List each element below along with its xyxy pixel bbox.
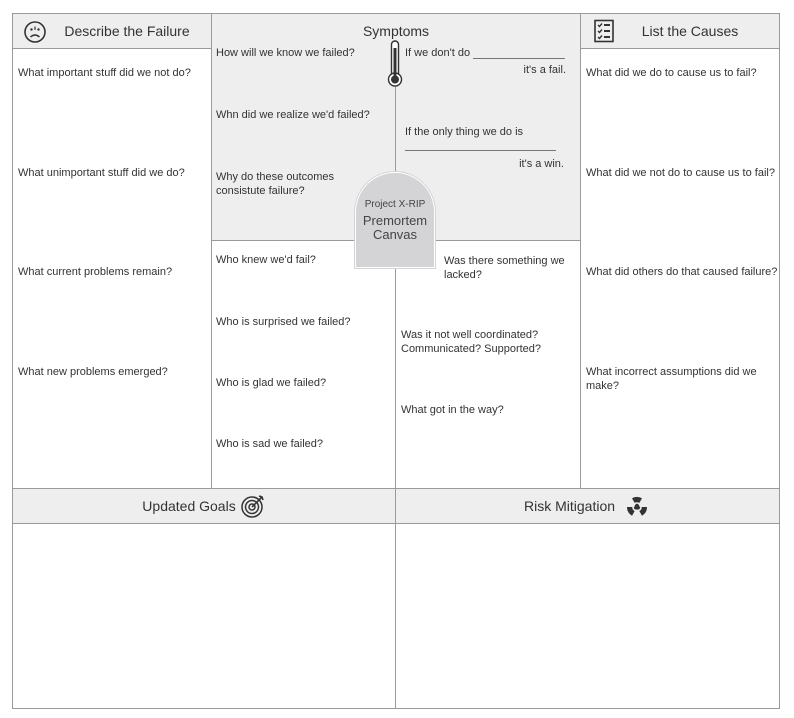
radiation-icon [623,493,651,519]
fail-blank-line[interactable] [473,58,565,59]
describe-failure-title: Describe the Failure [64,23,190,39]
describe-failure-panel [12,13,212,489]
describe-failure-header: Describe the Failure [12,13,212,49]
sad-face-icon [23,20,47,44]
fail-line-1: If we don't do [405,47,471,59]
fail-line-2: it's a fail. [523,64,566,76]
describe-question-3: What current problems remain? [18,266,173,278]
thermometer-icon [386,40,404,88]
people-question-1: Who knew we'd fail? [216,254,316,266]
support-question-1: Was there something we lacked? [444,255,565,281]
support-question-3: What got in the way? [401,404,504,416]
support-question-2: Was it not well coordinated? Communicate… [401,329,542,355]
symptoms-header: Symptoms [211,13,581,49]
tombstone-title-1: Premortem [362,213,428,228]
tombstone-title-2: Canvas [372,227,418,242]
people-question-3: Who is glad we failed? [216,377,327,389]
list-causes-header: List the Causes [580,13,780,49]
risk-mitigation-title: Risk Mitigation [523,498,616,514]
describe-question-4: What new problems emerged? [18,366,168,378]
tombstone-project: Project X-RIP [364,199,426,210]
symptoms-vertical-divider [395,86,396,489]
causes-question-2: What did we not do to cause us to fail? [586,167,775,179]
causes-question-1: What did we do to cause us to fail? [586,67,757,79]
list-causes-panel [580,13,780,489]
people-question-2: Who is surprised we failed? [216,316,351,328]
win-blank-line[interactable] [405,150,556,151]
causes-question-3: What did others do that caused failure? [586,266,778,278]
describe-question-1: What important stuff did we not do? [18,67,191,79]
win-line-2: it's a win. [519,158,564,170]
symptoms-question-2: Whn did we realize we'd failed? [216,109,370,121]
symptoms-question-1: How will we know we failed? [216,47,355,59]
people-question-4: Who is sad we failed? [216,438,323,450]
list-causes-title: List the Causes [641,23,739,39]
symptoms-title: Symptoms [362,23,430,39]
win-line-1: If the only thing we do is [405,126,524,138]
describe-question-2: What unimportant stuff did we do? [18,167,185,179]
updated-goals-title: Updated Goals [142,498,236,514]
target-icon [240,493,266,519]
symptoms-question-3: Why do these outcomes consistute failure… [216,171,335,197]
checklist-icon [593,19,615,43]
causes-question-4: What incorrect assumptions did we make? [586,366,757,392]
risk-mitigation-header: Risk Mitigation [395,488,780,524]
updated-goals-header: Updated Goals [12,488,396,524]
tombstone [355,172,435,268]
